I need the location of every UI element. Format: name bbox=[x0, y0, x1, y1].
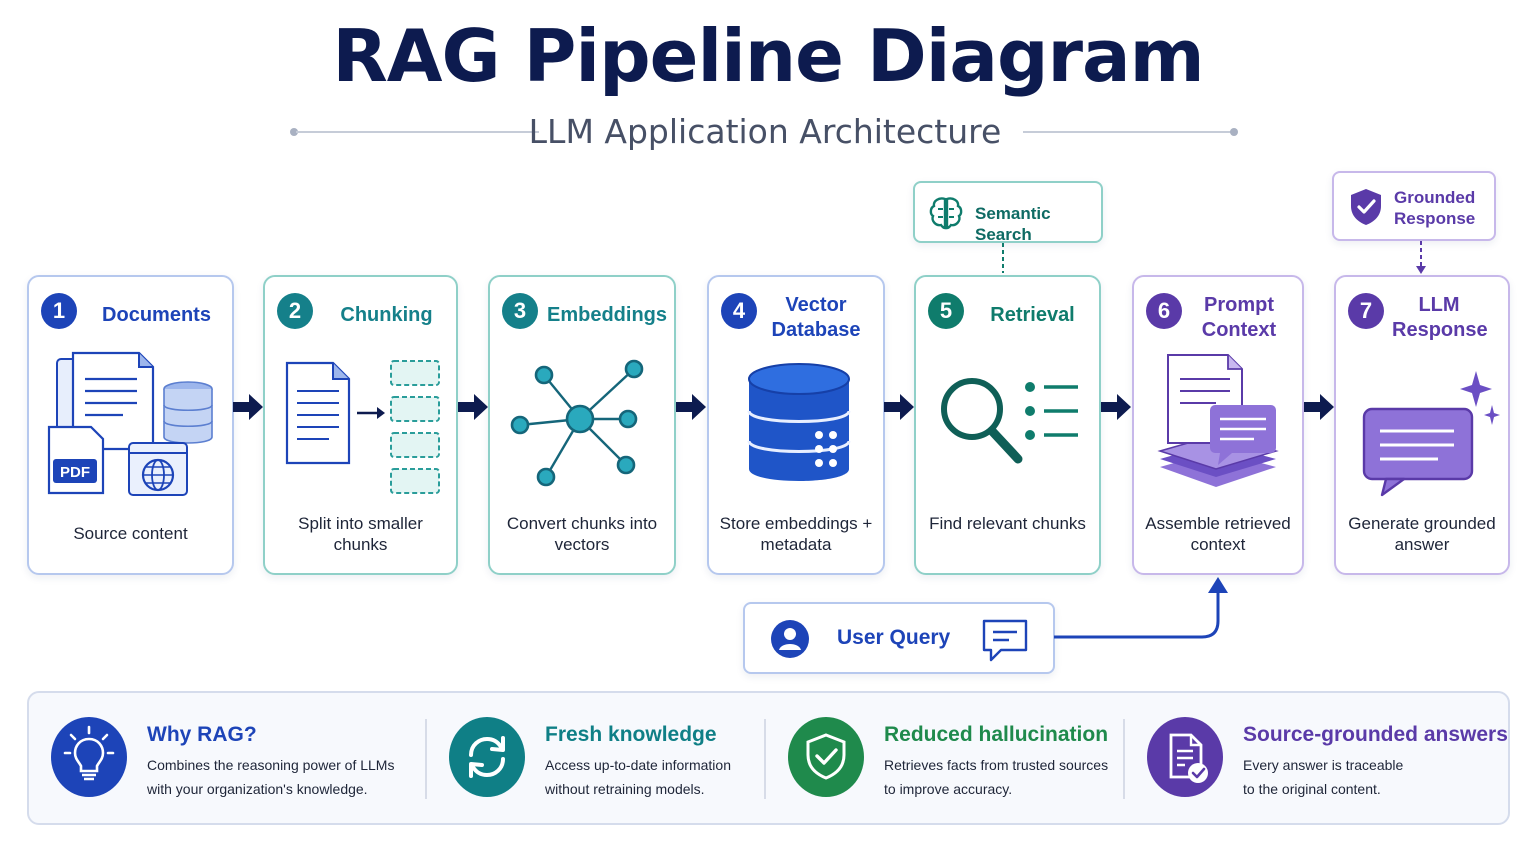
step-description: Split into smaller chunks bbox=[298, 514, 423, 554]
step-card-vector-database[interactable]: 4 Vector Database Store embeddings + met… bbox=[707, 275, 885, 575]
benefit-divider bbox=[1123, 719, 1125, 799]
benefit-why-rag: Why RAG? Combines the reasoning power of… bbox=[29, 693, 425, 823]
document-to-chunks-icon bbox=[285, 360, 440, 494]
step-card-prompt-context[interactable]: 6 Prompt Context Assemble retrieved cont… bbox=[1132, 275, 1304, 575]
benefit-source-grounded: Source-grounded answers Every answer is … bbox=[1125, 693, 1508, 823]
step-description: Find relevant chunks bbox=[929, 514, 1086, 533]
brain-icon bbox=[929, 197, 963, 230]
step-title: Prompt Context bbox=[1201, 294, 1277, 341]
benefits-panel: Why RAG? Combines the reasoning power of… bbox=[27, 691, 1510, 825]
user-icon bbox=[771, 620, 809, 658]
flow-arrow-5-6 bbox=[1101, 394, 1131, 420]
shield-check-icon bbox=[788, 717, 864, 797]
page-title: RAG Pipeline Diagram bbox=[332, 14, 1204, 98]
magnifier-list-icon bbox=[941, 378, 1078, 464]
benefit-title: Why RAG? bbox=[147, 723, 257, 746]
step-card-llm-response[interactable]: 7 LLM Response Generate grounded answer bbox=[1334, 275, 1510, 575]
semantic-search-connector bbox=[1002, 243, 1004, 273]
benefit-title: Reduced hallucination bbox=[884, 723, 1109, 746]
semantic-search-tag: Semantic Search bbox=[913, 181, 1103, 244]
chat-bubble-icon bbox=[982, 619, 1028, 662]
step-description: Convert chunks into vectors bbox=[506, 514, 658, 554]
step-number: 2 bbox=[277, 293, 313, 329]
user-query-connector bbox=[1054, 577, 1228, 639]
step-card-chunking[interactable]: 2 Chunking Split into smaller chunks bbox=[263, 275, 458, 575]
lightbulb-icon bbox=[51, 717, 127, 797]
vector-network-icon bbox=[510, 359, 644, 487]
benefit-reduced-hallucination: Reduced hallucination Retrieves facts fr… bbox=[766, 693, 1122, 823]
user-query-label: User Query bbox=[837, 626, 951, 649]
page-subtitle: LLM Application Architecture bbox=[528, 112, 1002, 151]
grounded-response-connector bbox=[1416, 241, 1426, 274]
step-title: Retrieval bbox=[990, 304, 1075, 326]
step-number: 6 bbox=[1146, 293, 1182, 329]
subtitle-row: LLM Application Architecture bbox=[290, 110, 1240, 154]
refresh-icon bbox=[449, 717, 525, 797]
document-check-icon bbox=[1147, 717, 1223, 797]
subtitle-left-dot bbox=[290, 128, 298, 136]
step-title: Documents bbox=[102, 304, 211, 326]
step-title: LLM Response bbox=[1392, 294, 1488, 341]
step-number: 3 bbox=[502, 293, 538, 329]
database-icon bbox=[747, 363, 851, 481]
benefit-divider bbox=[425, 719, 427, 799]
step-description: Store embeddings + metadata bbox=[719, 514, 873, 554]
subtitle-right-rule bbox=[1023, 131, 1233, 133]
step-title: Vector Database bbox=[771, 294, 861, 341]
flow-arrow-4-5 bbox=[884, 394, 914, 420]
grounded-response-label: Grounded Response bbox=[1394, 188, 1476, 228]
step-card-documents[interactable]: 1 Documents PDF Source content bbox=[27, 275, 234, 575]
pdf-label: PDF bbox=[60, 464, 90, 481]
step-description: Assemble retrieved context bbox=[1145, 514, 1291, 554]
step-card-retrieval[interactable]: 5 Retrieval Find relevant chunks bbox=[914, 275, 1101, 575]
step-description: Source content bbox=[73, 524, 188, 543]
user-query-box[interactable]: User Query bbox=[743, 602, 1055, 674]
subtitle-right-dot bbox=[1230, 128, 1238, 136]
flow-arrow-3-4 bbox=[676, 394, 706, 420]
step-description: Generate grounded answer bbox=[1348, 514, 1496, 554]
benefit-divider bbox=[764, 719, 766, 799]
step-number: 7 bbox=[1348, 293, 1384, 329]
step-title: Chunking bbox=[340, 304, 433, 326]
step-number: 5 bbox=[928, 293, 964, 329]
flow-arrow-1-2 bbox=[233, 394, 263, 420]
flow-arrow-2-3 bbox=[458, 394, 488, 420]
flow-arrow-6-7 bbox=[1304, 394, 1334, 420]
step-number: 4 bbox=[721, 293, 757, 329]
step-card-embeddings[interactable]: 3 Embeddings Convert chunks into vectors bbox=[488, 275, 676, 575]
stacked-context-icon bbox=[1157, 354, 1279, 487]
step-number: 1 bbox=[41, 293, 77, 329]
grounded-response-tag: Grounded Response bbox=[1332, 171, 1496, 241]
benefit-fresh-knowledge: Fresh knowledge Access up-to-date inform… bbox=[427, 693, 763, 823]
benefit-title: Source-grounded answers bbox=[1243, 723, 1508, 746]
step-title: Embeddings bbox=[546, 304, 667, 326]
documents-database-web-icon: PDF bbox=[47, 351, 213, 496]
chat-sparkle-icon bbox=[1362, 371, 1500, 497]
benefit-title: Fresh knowledge bbox=[545, 723, 717, 746]
subtitle-left-rule bbox=[296, 131, 539, 133]
shield-check-icon bbox=[1351, 189, 1381, 225]
semantic-search-label: Semantic Search bbox=[975, 204, 1051, 244]
